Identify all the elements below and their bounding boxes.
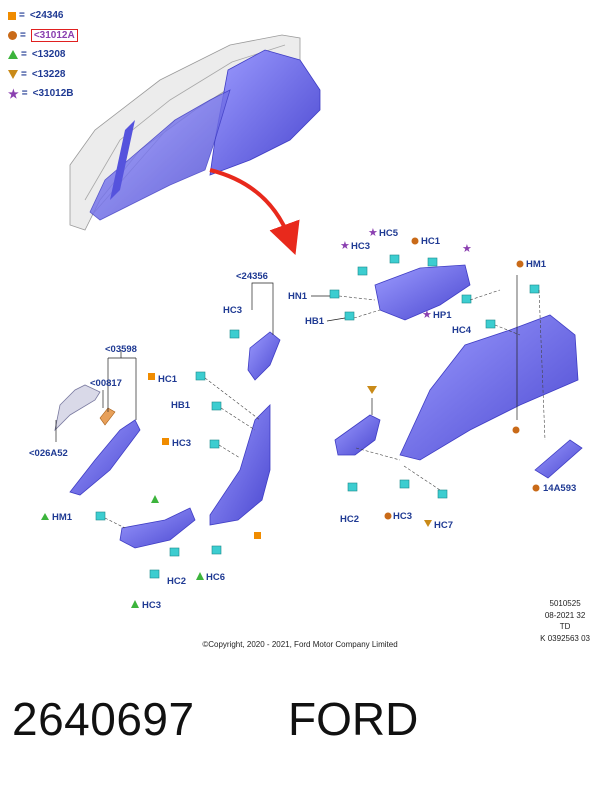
callout-hc4: HC4 (452, 325, 472, 336)
legend-equals: = (21, 88, 28, 100)
callout-hm1: HM1 (52, 512, 73, 523)
ref-line: TD (559, 622, 571, 631)
left-trim-parts (54, 331, 281, 549)
svg-text:★: ★ (340, 240, 350, 252)
brand-name: FORD (288, 693, 419, 745)
vehicle-trim-overview (89, 49, 321, 221)
legend-equals: = (21, 68, 27, 80)
legend: = <24346 = <31012A = <13208 = <13228 ★ =… (8, 6, 78, 104)
diagram-markers: ★ ★ ★ ★ (41, 227, 540, 608)
callout-hc7: HC7 (434, 520, 453, 531)
callout-hc1: HC1 (158, 374, 178, 385)
legend-code: <13228 (31, 68, 66, 80)
legend-code: <24346 (29, 10, 64, 22)
legend-row: = <31012A (8, 26, 78, 46)
callout-hc3: HC3 (172, 438, 191, 449)
callout-labels: <24356 HC3 <03598 <00817 <026A52 HC1 HB1… (29, 228, 576, 611)
green-triangle-icon (8, 50, 18, 60)
drawing-reference: 5010525 08-2021 32 TD K 0392563 03 (540, 598, 590, 644)
callout-hp1: HP1 (433, 310, 452, 321)
red-arrow-icon (209, 168, 300, 256)
callout-00817: <00817 (90, 378, 122, 389)
callout-hc6: HC6 (206, 572, 225, 583)
legend-equals: = (19, 10, 25, 22)
callout-hn1: HN1 (288, 291, 308, 302)
callout-hc3: HC3 (393, 511, 412, 522)
leader-lines (104, 289, 546, 529)
legend-row: = <13228 (8, 65, 78, 85)
clip-fasteners (95, 254, 540, 579)
brown-triangle-down-icon (8, 69, 18, 79)
legend-row: = <13208 (8, 45, 78, 65)
callout-hc1: HC1 (421, 236, 441, 247)
legend-code: <31012B (32, 88, 74, 100)
callout-hc5: HC5 (379, 228, 399, 239)
right-trim-parts (374, 264, 583, 479)
legend-equals: = (20, 29, 26, 41)
callout-03598: <03598 (105, 344, 137, 355)
legend-code-highlighted: <31012A (30, 28, 78, 42)
ref-line: 08-2021 32 (544, 610, 586, 620)
parts-diagram: ★ ★ ★ ★ <24356 HC3 <03598 <00817 <026A52… (29, 34, 583, 611)
callout-hc3: HC3 (351, 241, 370, 252)
callout-hb1: HB1 (305, 316, 325, 327)
legend-row: = <24346 (8, 6, 78, 26)
svg-text:★: ★ (422, 309, 432, 321)
callout-brackets (55, 275, 518, 442)
legend-equals: = (21, 49, 27, 61)
ref-line: K 0392563 03 (540, 633, 590, 643)
callout-026A52: <026A52 (29, 448, 68, 459)
brown-circle-icon (8, 30, 17, 40)
orange-square-icon (8, 11, 16, 20)
copyright-notice: ©Copyright, 2020 - 2021, Ford Motor Comp… (202, 640, 398, 649)
svg-text:★: ★ (368, 227, 378, 239)
callout-hc3: HC3 (142, 600, 161, 611)
ref-line: 5010525 (549, 599, 581, 608)
callout-14A593: 14A593 (543, 483, 576, 494)
purple-star-icon: ★ (8, 86, 19, 101)
legend-row: ★ = <31012B (8, 84, 78, 104)
svg-text:★: ★ (462, 243, 472, 255)
middle-trim-parts (334, 414, 381, 456)
callout-hc3: HC3 (223, 305, 242, 316)
callout-hc2: HC2 (340, 514, 359, 525)
callout-hc2: HC2 (167, 576, 186, 587)
legend-code: <13208 (31, 49, 66, 61)
callout-hb1: HB1 (171, 400, 191, 411)
callout-24356: <24356 (236, 271, 268, 282)
callout-hm1: HM1 (526, 259, 547, 270)
part-number: 2640697 (12, 693, 195, 745)
